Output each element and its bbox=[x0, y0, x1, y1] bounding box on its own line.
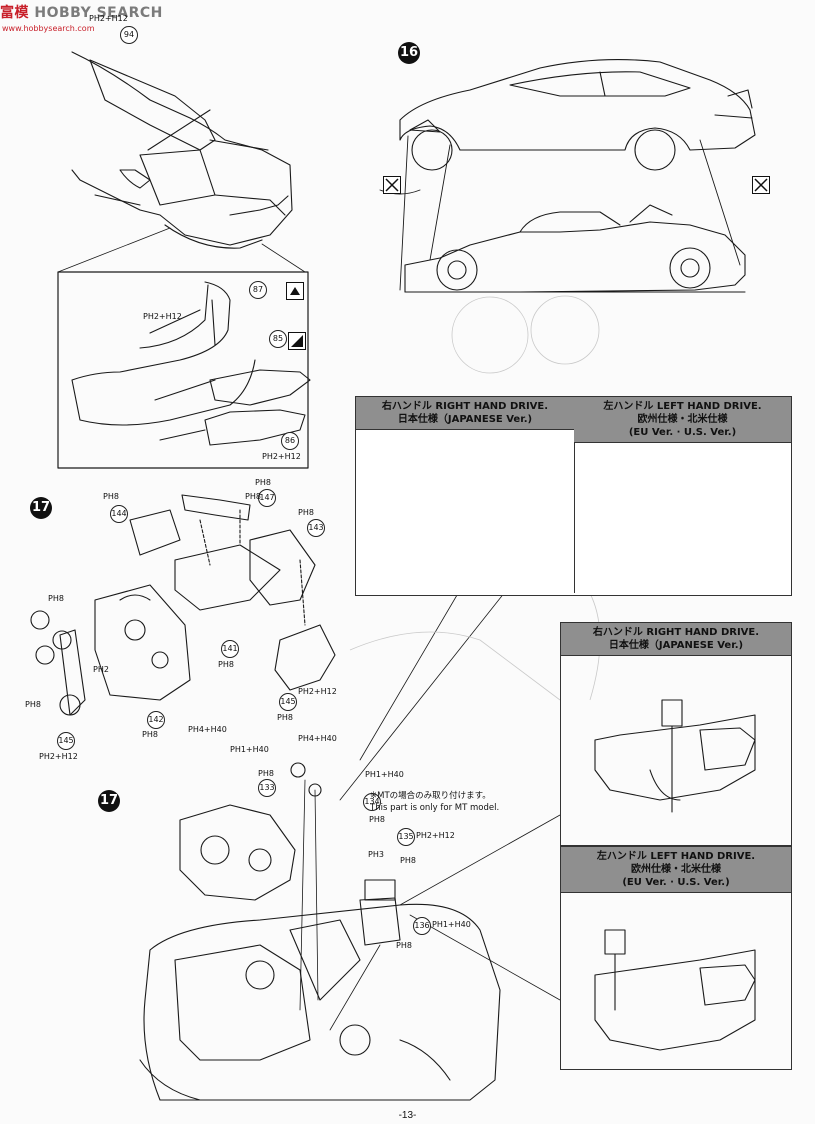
lhd-header-right: 左ハンドル LEFT HAND DRIVE. 欧州仕様・北米仕様 (EU Ver… bbox=[561, 847, 791, 893]
paint-label: PH8 bbox=[298, 508, 314, 517]
lhd-version: 欧州仕様・北米仕様 bbox=[631, 864, 721, 875]
part-number-94: 94 bbox=[120, 26, 138, 44]
rhd-panel-top: 右ハンドル RIGHT HAND DRIVE. 日本仕様（JAPANESE Ve… bbox=[356, 397, 575, 593]
part-number-143: 143 bbox=[307, 519, 325, 537]
part-number-133: 133 bbox=[258, 779, 276, 797]
paint-label: PH1+H40 bbox=[432, 920, 471, 929]
paint-label: PH2+H12 bbox=[39, 752, 78, 761]
part-number-142: 142 bbox=[147, 711, 165, 729]
paint-label: PH3 bbox=[368, 850, 384, 859]
paint-label: PH8 bbox=[218, 660, 234, 669]
paint-label: PH8 bbox=[277, 713, 293, 722]
version-box-top: 右ハンドル RIGHT HAND DRIVE. 日本仕様（JAPANESE Ve… bbox=[355, 396, 792, 596]
mt-note-jp: ※MTの場合のみ取り付けます。 bbox=[370, 791, 491, 801]
part-number-86: 86 bbox=[281, 432, 299, 450]
lhd-version-en: (EU Ver. · U.S. Ver.) bbox=[622, 877, 730, 888]
rhd-header-top: 右ハンドル RIGHT HAND DRIVE. 日本仕様（JAPANESE Ve… bbox=[356, 397, 574, 430]
rhd-title: 右ハンドル RIGHT HAND DRIVE. bbox=[592, 627, 760, 638]
part-number-136: 136 bbox=[413, 917, 431, 935]
part-number-134: 134 bbox=[363, 793, 381, 811]
paint-label: PH8 bbox=[255, 478, 271, 487]
part-number-144: 144 bbox=[110, 505, 128, 523]
lhd-title: 左ハンドル LEFT HAND DRIVE. bbox=[596, 851, 756, 862]
paint-label: PH2+H12 bbox=[298, 687, 337, 696]
rhd-title: 右ハンドル RIGHT HAND DRIVE. bbox=[381, 401, 549, 412]
paint-label: PH8 bbox=[103, 492, 119, 501]
paint-label: PH8 bbox=[400, 856, 416, 865]
paint-label: PH1+H40 bbox=[365, 770, 404, 779]
part-number-85: 85 bbox=[269, 330, 287, 348]
paint-label: PH2+H12 bbox=[143, 312, 182, 321]
paint-label: PH8 bbox=[258, 769, 274, 778]
paint-label: PH8 bbox=[369, 815, 385, 824]
paint-label: PH2+H12 bbox=[262, 452, 301, 461]
lhd-version-en: (EU Ver. · U.S. Ver.) bbox=[628, 427, 737, 438]
rhd-box-right: 右ハンドル RIGHT HAND DRIVE. 日本仕様（JAPANESE Ve… bbox=[560, 622, 792, 846]
paint-label: PH2+H12 bbox=[416, 831, 455, 840]
watermark-brand-cn: 富模 bbox=[0, 5, 29, 21]
paint-label: PH8 bbox=[396, 941, 412, 950]
glue-icon bbox=[286, 282, 304, 300]
step-number-17-upper: 17 bbox=[30, 497, 52, 519]
lhd-version: 欧州仕様・北米仕様 bbox=[637, 414, 728, 425]
part-number-145-belt: 145 bbox=[57, 732, 75, 750]
cement-icon bbox=[288, 332, 306, 350]
paint-label: PH2+H12 bbox=[89, 14, 128, 23]
mt-note: ※MTの場合のみ取り付けます。 This part is only for MT… bbox=[370, 790, 499, 814]
rhd-version: 日本仕様（JAPANESE Ver.) bbox=[608, 640, 744, 651]
part-number-135: 135 bbox=[397, 828, 415, 846]
part-number-147: 147 bbox=[258, 489, 276, 507]
paint-label: PH8 bbox=[142, 730, 158, 739]
lhd-panel-top: 左ハンドル LEFT HAND DRIVE. 欧州仕様・北米仕様 (EU Ver… bbox=[574, 397, 791, 593]
part-number-145-engine: 145 bbox=[279, 693, 297, 711]
paint-label: PH8 bbox=[245, 492, 261, 501]
lhd-box-right: 左ハンドル LEFT HAND DRIVE. 欧州仕様・北米仕様 (EU Ver… bbox=[560, 846, 792, 1070]
part-number-141: 141 bbox=[221, 640, 239, 658]
watermark-brand-en: HOBBY SEARCH bbox=[34, 5, 163, 21]
paint-label: PH8 bbox=[48, 594, 64, 603]
step-number-16: 16 bbox=[398, 42, 420, 64]
rhd-header-right: 右ハンドル RIGHT HAND DRIVE. 日本仕様（JAPANESE Ve… bbox=[561, 623, 791, 656]
lhd-title: 左ハンドル LEFT HAND DRIVE. bbox=[603, 401, 762, 412]
paint-label: PH8 bbox=[25, 700, 41, 709]
no-glue-icon bbox=[752, 176, 770, 194]
rhd-version: 日本仕様（JAPANESE Ver.) bbox=[397, 414, 533, 425]
paint-label: PH2 bbox=[93, 665, 109, 674]
watermark-url: www.hobbysearch.com bbox=[2, 24, 95, 33]
no-glue-icon bbox=[383, 176, 401, 194]
part-number-87: 87 bbox=[249, 281, 267, 299]
lhd-header-top: 左ハンドル LEFT HAND DRIVE. 欧州仕様・北米仕様 (EU Ver… bbox=[574, 397, 791, 443]
watermark-logo: 富模 HOBBY SEARCH bbox=[0, 2, 163, 22]
step-number-17-lower: 17 bbox=[98, 790, 120, 812]
paint-label: PH1+H40 bbox=[230, 745, 269, 754]
page-number: -13- bbox=[398, 1110, 417, 1121]
paint-label: PH4+H40 bbox=[298, 734, 337, 743]
paint-label: PH4+H40 bbox=[188, 725, 227, 734]
mt-note-en: This part is only for MT model. bbox=[370, 803, 500, 813]
